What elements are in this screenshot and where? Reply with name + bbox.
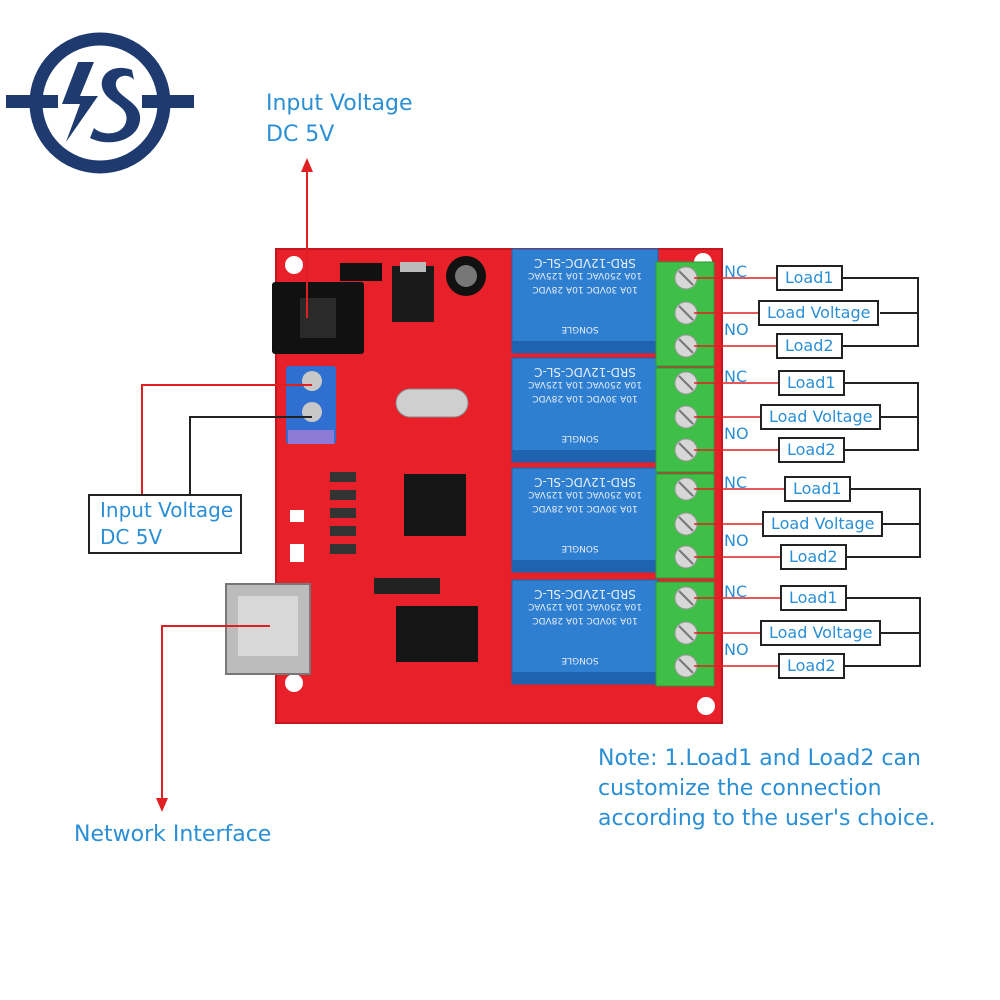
brand-logo — [6, 32, 194, 174]
relay-print-text: SRD-12VDC-SL-C — [534, 256, 636, 270]
green-terminal-block — [655, 261, 715, 367]
relay-brand-text: SONGLE — [561, 324, 599, 334]
green-terminal-block — [655, 581, 715, 687]
relay-print-text: 10A 250VAC 10A 125VAC — [528, 489, 642, 499]
load-voltage-box: Load Voltage — [762, 511, 884, 537]
network-interface-label: Network Interface — [74, 822, 272, 847]
mounting-hole — [285, 256, 303, 274]
green-terminal-block — [655, 473, 715, 579]
nc-label: NC — [724, 367, 748, 386]
nc-label: NC — [724, 262, 748, 281]
pin-header — [374, 578, 440, 594]
load2-box: Load2 — [776, 333, 843, 359]
note-line1: Note: 1.Load1 and Load2 can — [598, 746, 921, 771]
input-voltage-top-line1: Input Voltage — [266, 91, 413, 116]
relay-brand-text: SONGLE — [561, 543, 599, 553]
input-voltage-top-line2: DC 5V — [266, 122, 335, 147]
relay-brand-text: SONGLE — [561, 433, 599, 443]
relay-print-text: 10A 30VDC 10A 28VDC — [532, 503, 637, 513]
input-voltage-left-line2: DC 5V — [100, 525, 163, 549]
input-top-arrow — [301, 158, 313, 318]
no-label: NO — [724, 640, 749, 659]
usb-chip — [396, 606, 478, 662]
mounting-hole — [697, 697, 715, 715]
relay-print-text: 10A 250VAC 10A 125VAC — [528, 270, 642, 280]
input-voltage-left-label: Input Voltage DC 5V — [100, 497, 233, 551]
terminals-layer — [655, 261, 715, 687]
load1-box: Load1 — [776, 265, 843, 291]
relay-print-text: 10A 30VDC 10A 28VDC — [532, 393, 637, 403]
input-voltage-top-label: Input Voltage DC 5V — [266, 88, 412, 150]
input-voltage-left-box — [88, 494, 242, 554]
input-left-leaders — [141, 384, 312, 494]
load2-box: Load2 — [780, 544, 847, 570]
microcontroller — [404, 474, 466, 536]
relay-print-text: 10A 30VDC 10A 28VDC — [532, 615, 637, 625]
no-label: NO — [724, 531, 749, 550]
nc-label: NC — [724, 582, 748, 601]
load1-box: Load1 — [784, 476, 851, 502]
load2-box: Load2 — [778, 653, 845, 679]
relay-print-text: SRD-12VDC-SL-C — [534, 475, 636, 489]
diode — [340, 263, 382, 281]
load-voltage-box: Load Voltage — [760, 404, 882, 430]
note-text: Note: 1.Load1 and Load2 can customize th… — [598, 744, 936, 834]
network-arrow — [156, 625, 270, 812]
load-wiring — [694, 277, 921, 667]
relay-brand-text: SONGLE — [561, 655, 599, 665]
crystal — [395, 388, 469, 418]
relay-print-text: 10A 30VDC 10A 28VDC — [532, 284, 637, 294]
load1-box: Load1 — [780, 585, 847, 611]
relay-print-text: 10A 250VAC 10A 125VAC — [528, 601, 642, 611]
no-label: NO — [724, 424, 749, 443]
load2-box: Load2 — [778, 437, 845, 463]
input-voltage-left-line1: Input Voltage — [100, 498, 234, 522]
load-voltage-box: Load Voltage — [760, 620, 882, 646]
load1-box: Load1 — [778, 370, 845, 396]
voltage-regulator — [392, 266, 434, 322]
relay-print-text: SRD-12VDC-SL-C — [534, 365, 636, 379]
green-terminal-block — [655, 367, 715, 473]
nc-label: NC — [724, 473, 748, 492]
no-label: NO — [724, 320, 749, 339]
relay-print-text: SRD-12VDC-SL-C — [534, 587, 636, 601]
mounting-hole — [285, 674, 303, 692]
note-line2: customize the connection — [598, 776, 882, 801]
load-voltage-box: Load Voltage — [758, 300, 880, 326]
relay-print-text: 10A 250VAC 10A 125VAC — [528, 379, 642, 389]
note-line3: according to the user's choice. — [598, 806, 936, 831]
